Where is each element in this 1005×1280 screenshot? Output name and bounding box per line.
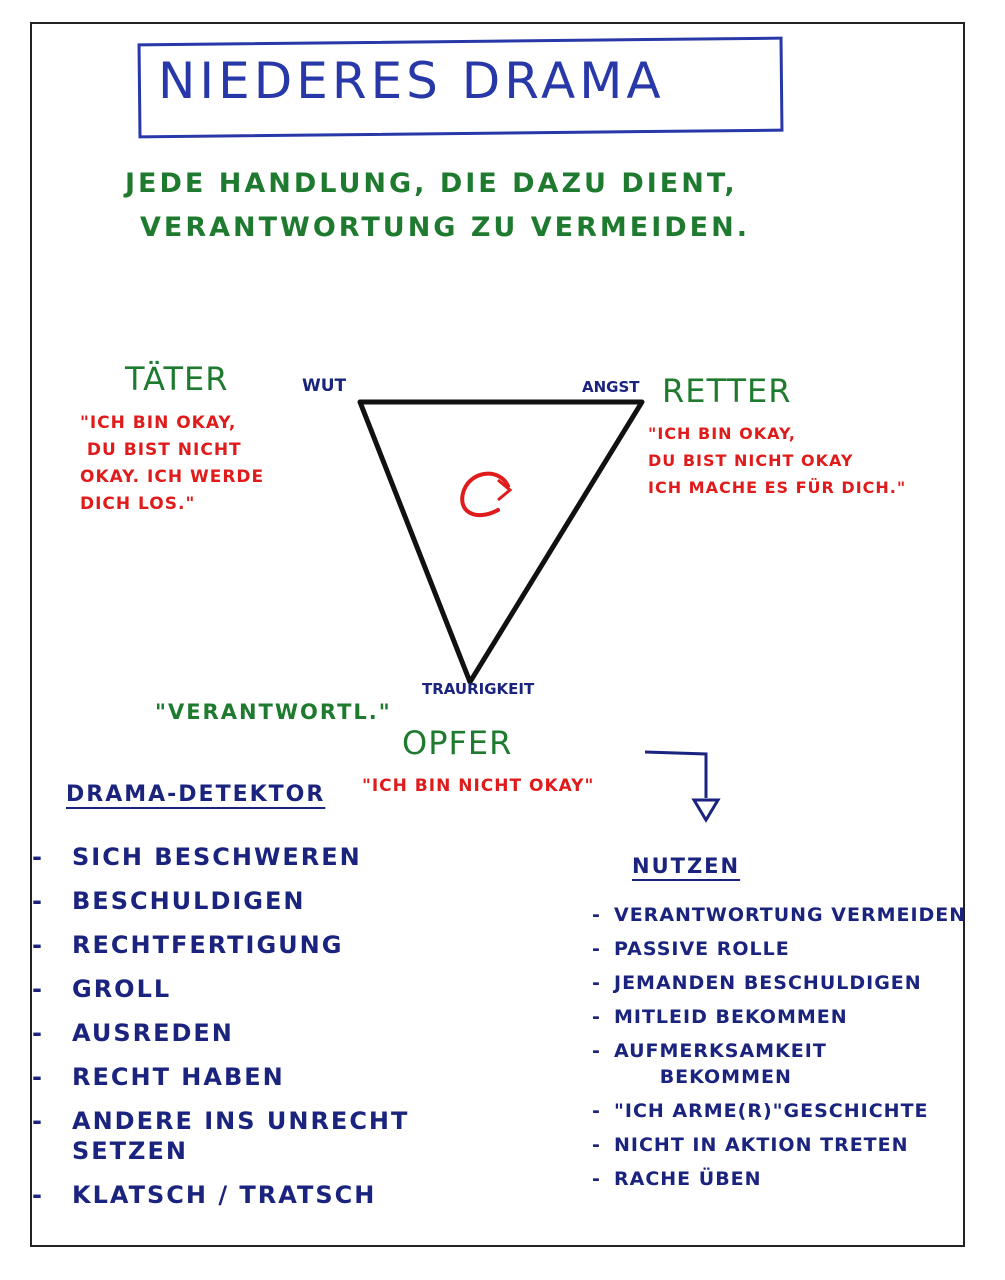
detector-heading: DRAMA-DETEKTOR	[66, 782, 326, 807]
nutzen-list: -VERANTWORTUNG VERMEIDEN -PASSIVE ROLLE …	[588, 902, 966, 1200]
detector-item: -SICH BESCHWEREN	[32, 843, 362, 871]
detector-item: -GROLL	[32, 975, 172, 1003]
detector-item: -KLATSCH / TRATSCH	[32, 1181, 377, 1209]
nutzen-item: -MITLEID BEKOMMEN	[592, 1006, 848, 1028]
nutzen-item: -PASSIVE ROLLE	[592, 938, 790, 960]
cycle-arrow-icon	[460, 471, 510, 518]
nutzen-item: -JEMANDEN BESCHULDIGEN	[592, 972, 922, 994]
role-opfer-label: OPFER	[402, 724, 513, 762]
subtitle-line-1: JEDE HANDLUNG, DIE DAZU DIENT,	[125, 168, 738, 199]
nutzen-item: -VERANTWORTUNG VERMEIDEN	[592, 904, 967, 926]
subtitle-line-2: VERANTWORTUNG ZU VERMEIDEN.	[140, 212, 750, 243]
arrow-to-nutzen-icon	[644, 750, 708, 798]
detector-list: -SICH BESCHWEREN -BESCHULDIGEN -RECHTFER…	[32, 842, 409, 1224]
detector-item: -ANDERE INS UNRECHT SETZEN	[32, 1107, 410, 1165]
nutzen-heading: NUTZEN	[632, 854, 741, 878]
nutzen-item: -RACHE ÜBEN	[592, 1168, 762, 1190]
detector-item: -AUSREDEN	[32, 1019, 234, 1047]
detector-item: -RECHTFERTIGUNG	[32, 931, 344, 959]
role-taeter-quote: "ICH BIN OKAY, DU BIST NICHT OKAY. ICH W…	[80, 413, 265, 514]
nutzen-item: -NICHT IN AKTION TRETEN	[592, 1134, 909, 1156]
role-retter-quote: "ICH BIN OKAY, DU BIST NICHT OKAY ICH MA…	[648, 424, 907, 497]
cycle-arrowhead-icon	[497, 478, 513, 502]
role-retter-label: RETTER	[662, 372, 792, 410]
role-opfer-quote: "ICH BIN NICHT OKAY"	[362, 776, 595, 796]
role-opfer-side-note: "VERANTWORTL."	[155, 700, 392, 724]
emotion-angst: ANGST	[582, 378, 640, 396]
drama-triangle	[357, 399, 645, 685]
detector-item: -RECHT HABEN	[32, 1063, 285, 1091]
nutzen-item: -AUFMERKSAMKEIT BEKOMMEN	[592, 1040, 827, 1088]
emotion-traurigkeit: TRAURIGKEIT	[422, 680, 535, 698]
nutzen-item: -"ICH ARME(R)"GESCHICHTE	[592, 1100, 929, 1122]
page-title: NIEDERES DRAMA	[158, 52, 665, 110]
arrowhead-down-icon	[691, 798, 721, 823]
role-taeter-label: TÄTER	[125, 360, 229, 398]
emotion-wut: WUT	[302, 376, 347, 396]
detector-item: -BESCHULDIGEN	[32, 887, 306, 915]
